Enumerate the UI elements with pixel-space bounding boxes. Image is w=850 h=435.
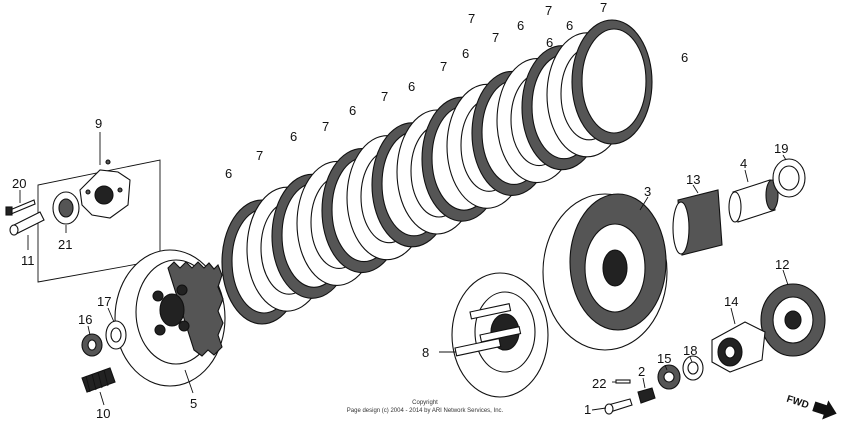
friction-disc-bore (581, 28, 647, 134)
primary-drive-gear (672, 189, 723, 256)
leader-lines (19, 132, 789, 411)
callout-18: 18 (683, 343, 697, 358)
callout-labels: 1 2 3 4 5 6 6 6 6 6 6 6 6 6 7 7 7 7 7 7 … (12, 0, 789, 421)
fwd-label: FWD (785, 394, 810, 412)
callout-20: 20 (12, 176, 26, 191)
pump-housing (711, 321, 766, 373)
callout-6i: 6 (681, 50, 688, 65)
callout-13: 13 (686, 172, 700, 187)
callout-7g: 7 (600, 0, 607, 15)
callout-7a: 7 (256, 148, 263, 163)
callout-11: 11 (21, 253, 35, 268)
callout-21: 21 (58, 237, 72, 252)
collar (728, 179, 779, 223)
callout-6g: 6 (546, 35, 553, 50)
callout-3: 3 (644, 184, 651, 199)
lifter-piece (9, 211, 45, 236)
callout-15: 15 (657, 351, 671, 366)
callout-10: 10 (96, 406, 110, 421)
copyright-line2: Page design (c) 2004 - 2014 by ARI Netwo… (347, 408, 504, 414)
callout-7d: 7 (440, 59, 447, 74)
boss-3 (154, 324, 166, 336)
callout-1: 1 (584, 402, 591, 417)
callout-17: 17 (97, 294, 111, 309)
oil-pump-drive-gear (760, 283, 826, 357)
callout-7h: 7 (468, 11, 475, 26)
callout-8: 8 (422, 345, 429, 360)
boss-2 (176, 284, 188, 296)
callout-7c: 7 (381, 89, 388, 104)
fwd-arrow-icon (812, 400, 837, 420)
bearing (52, 191, 80, 225)
callout-7f: 7 (545, 3, 552, 18)
bolt-1 (604, 398, 633, 415)
callout-12: 12 (775, 257, 789, 272)
clutch-plate-stack (221, 19, 653, 325)
small-spring (637, 387, 656, 404)
callout-14: 14 (724, 294, 738, 309)
callout-6f: 6 (517, 18, 524, 33)
callout-4: 4 (740, 156, 747, 171)
dowel-pin (615, 379, 631, 384)
callout-16: 16 (78, 312, 92, 327)
clutch-spring (81, 367, 116, 393)
clutch-outer (542, 193, 668, 351)
callout-19: 19 (774, 141, 788, 156)
callout-6b: 6 (290, 129, 297, 144)
callout-6c: 6 (349, 103, 356, 118)
boss-1 (152, 290, 164, 302)
callout-5: 5 (190, 396, 197, 411)
lifter-plate (79, 159, 131, 219)
callout-6a: 6 (225, 166, 232, 181)
clutch-center (451, 272, 549, 398)
callout-7e: 7 (492, 30, 499, 45)
copyright-line1: Copyright (412, 400, 438, 406)
callout-9: 9 (95, 116, 102, 131)
forward-direction-indicator: FWD (785, 394, 837, 420)
pressure-plate-hub (159, 293, 185, 327)
bolt-20 (5, 199, 36, 216)
callout-6e: 6 (462, 46, 469, 61)
lifter-plate-assembly (37, 159, 226, 387)
callout-22: 22 (592, 376, 606, 391)
callout-7b: 7 (322, 119, 329, 134)
callout-6h: 6 (566, 18, 573, 33)
callout-6d: 6 (408, 79, 415, 94)
callout-2: 2 (638, 364, 645, 379)
boss-4 (178, 320, 190, 332)
